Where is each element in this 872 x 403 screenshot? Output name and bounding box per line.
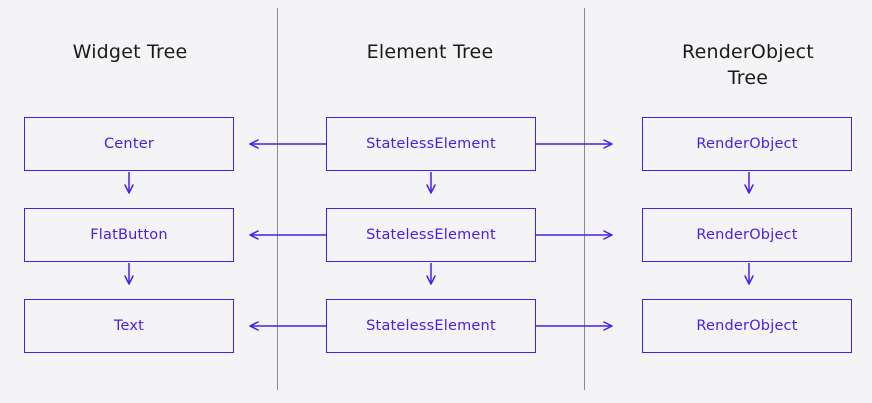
widget-node-flatbutton: FlatButton (24, 208, 234, 262)
element-tree-title: Element Tree (366, 41, 494, 63)
column-divider-left (277, 8, 278, 390)
widget-node-center: Center (24, 117, 234, 171)
element-node-3: StatelessElement (326, 299, 536, 353)
renderobject-node-1: RenderObject (642, 117, 852, 171)
column-divider-right (584, 8, 585, 390)
element-node-2: StatelessElement (326, 208, 536, 262)
renderobject-node-3: RenderObject (642, 299, 852, 353)
widget-tree-title: Widget Tree (72, 41, 188, 63)
widget-node-text: Text (24, 299, 234, 353)
renderobject-tree-title: RenderObject Tree (682, 41, 814, 89)
element-node-1: StatelessElement (326, 117, 536, 171)
renderobject-node-2: RenderObject (642, 208, 852, 262)
